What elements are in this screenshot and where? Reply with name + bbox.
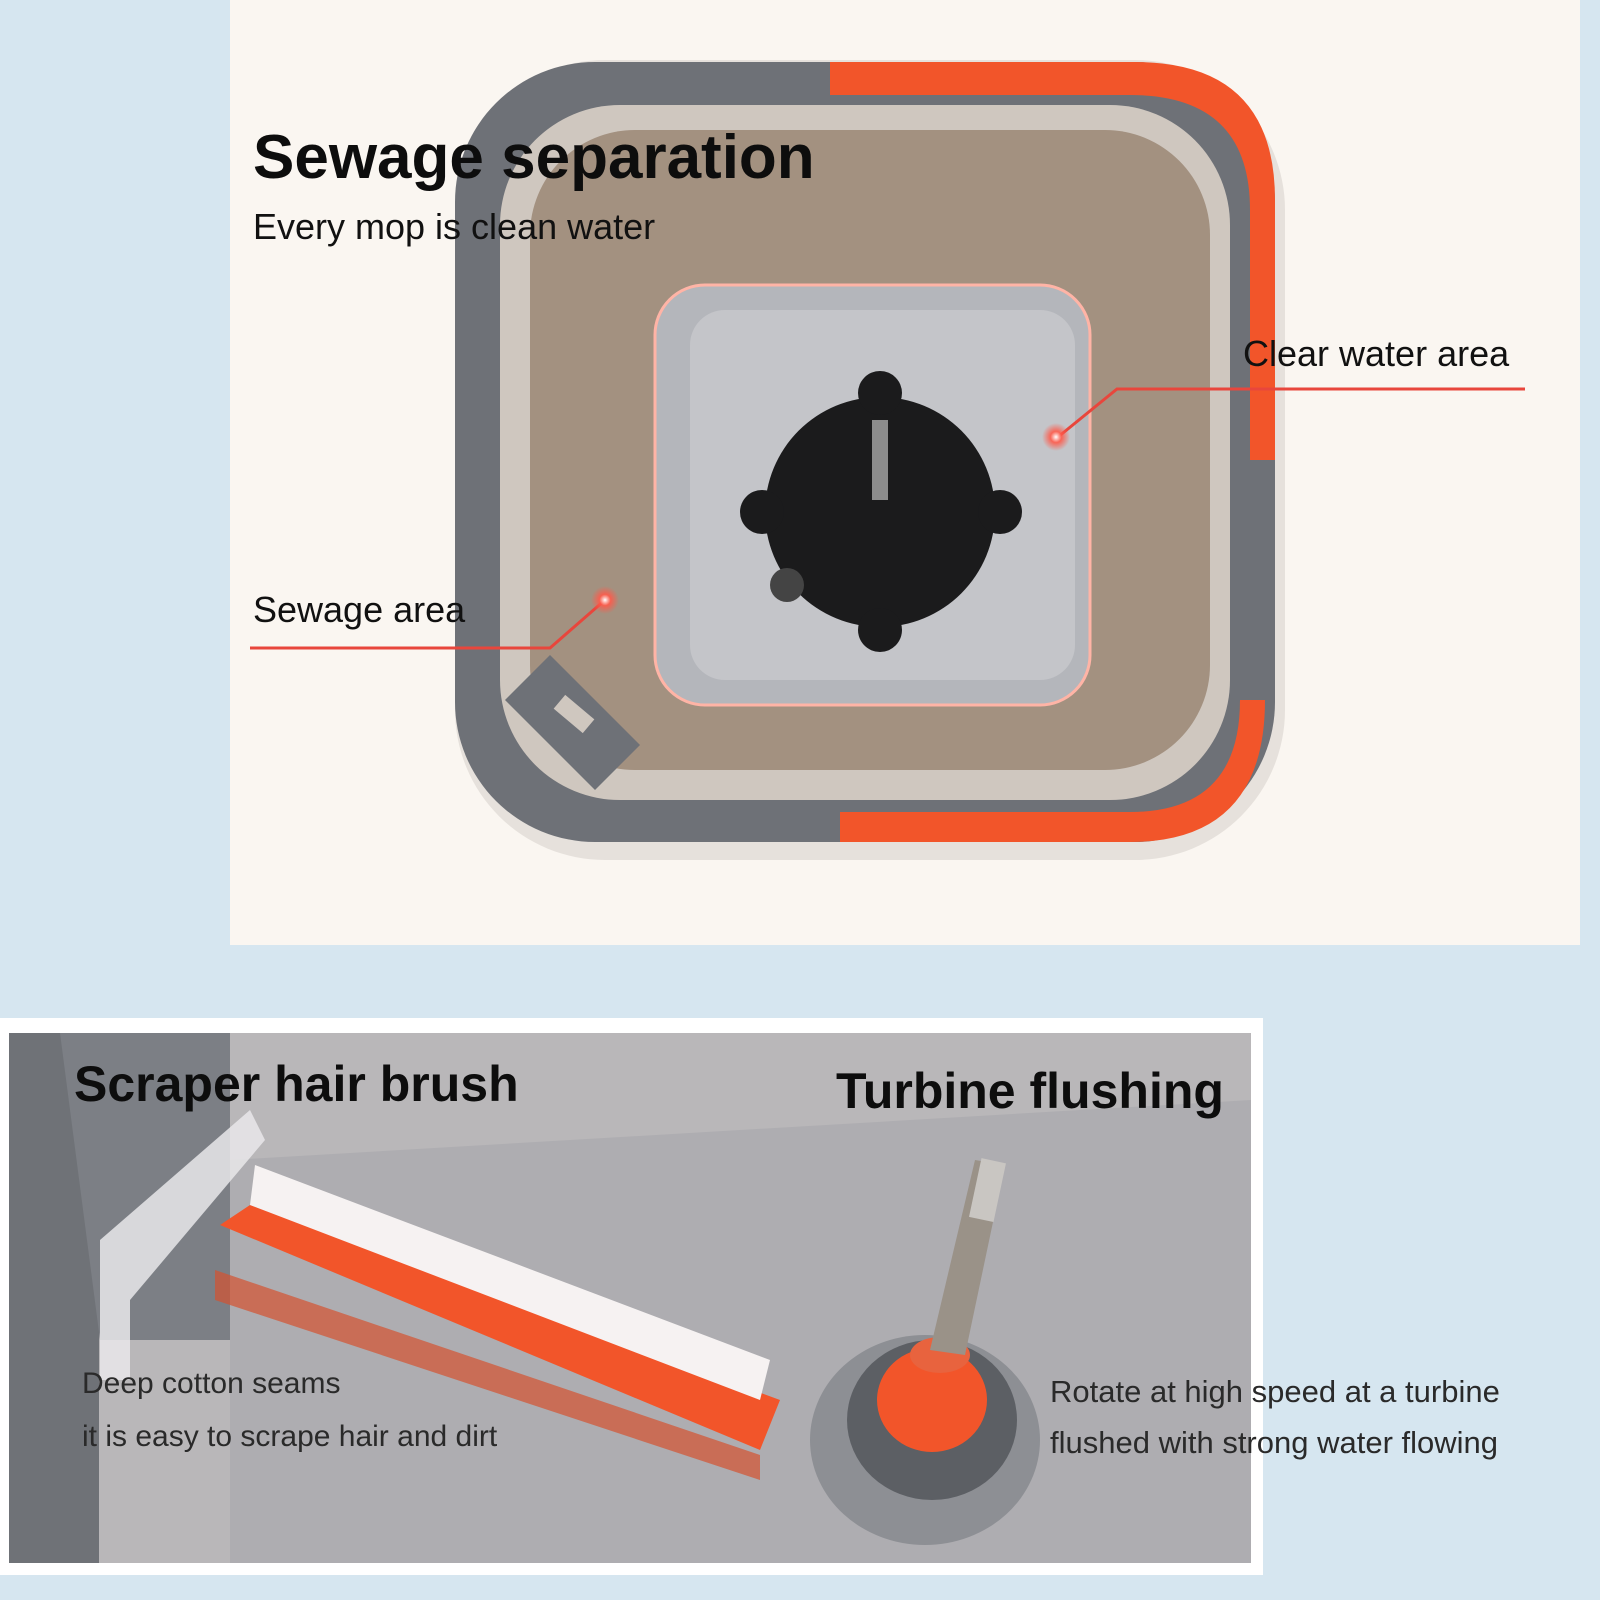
- clear-water-callout-line: [1057, 387, 1525, 439]
- scraper-caption-line-2: it is easy to scrape hair and dirt: [82, 1420, 498, 1453]
- scraper-turbine-illustration: [9, 1033, 1251, 1563]
- turbine-lug-top: [858, 371, 902, 415]
- scraper-comb: [100, 1110, 265, 1380]
- sewage-separation-title: Sewage separation: [253, 123, 815, 192]
- sewage-callout-line: [250, 598, 606, 650]
- clear-water-callout-dot: [1042, 423, 1070, 451]
- turbine-orange-nut: [877, 1348, 987, 1452]
- turbine-lug-right: [978, 490, 1022, 534]
- turbine-lug-bottom: [858, 608, 902, 652]
- turbine-base: [765, 397, 995, 627]
- brush-base: [220, 1205, 780, 1450]
- sewage-separation-subtitle: Every mop is clean water: [253, 206, 656, 247]
- bucket-orange-band-bottom: [840, 700, 1265, 842]
- sewage-separation-photo: [230, 0, 1580, 945]
- drain-slot: [553, 694, 595, 734]
- brush-bristles: [250, 1165, 770, 1400]
- turbine-caption: Rotate at high speed at a turbine flushe…: [1050, 1366, 1500, 1468]
- bucket-top-view-illustration: [250, 60, 1525, 860]
- turbine-caption-line-2: flushed with strong water flowing: [1050, 1425, 1499, 1460]
- scraper-turbine-photo: [9, 1033, 1251, 1563]
- turbine-spindle: [872, 420, 888, 500]
- sewage-callout-dot: [591, 586, 619, 614]
- turbine-lug-left: [740, 490, 784, 534]
- scraper-caption-line-1: Deep cotton seams: [82, 1367, 341, 1400]
- scraper-caption: Deep cotton seams it is easy to scrape h…: [82, 1357, 497, 1463]
- scraper-hair-brush-title: Scraper hair brush: [74, 1056, 519, 1112]
- turbine-outlet: [770, 568, 804, 602]
- sewage-area-label: Sewage area: [253, 589, 466, 630]
- bucket-orange-band: [830, 62, 1275, 460]
- turbine-shaft-tip: [969, 1158, 1006, 1223]
- turbine-flushing-title: Turbine flushing: [836, 1063, 1224, 1119]
- clear-water-area-label: Clear water area: [1243, 333, 1510, 374]
- turbine-caption-line-1: Rotate at high speed at a turbine: [1050, 1374, 1500, 1409]
- brush-base-shadow: [215, 1270, 760, 1480]
